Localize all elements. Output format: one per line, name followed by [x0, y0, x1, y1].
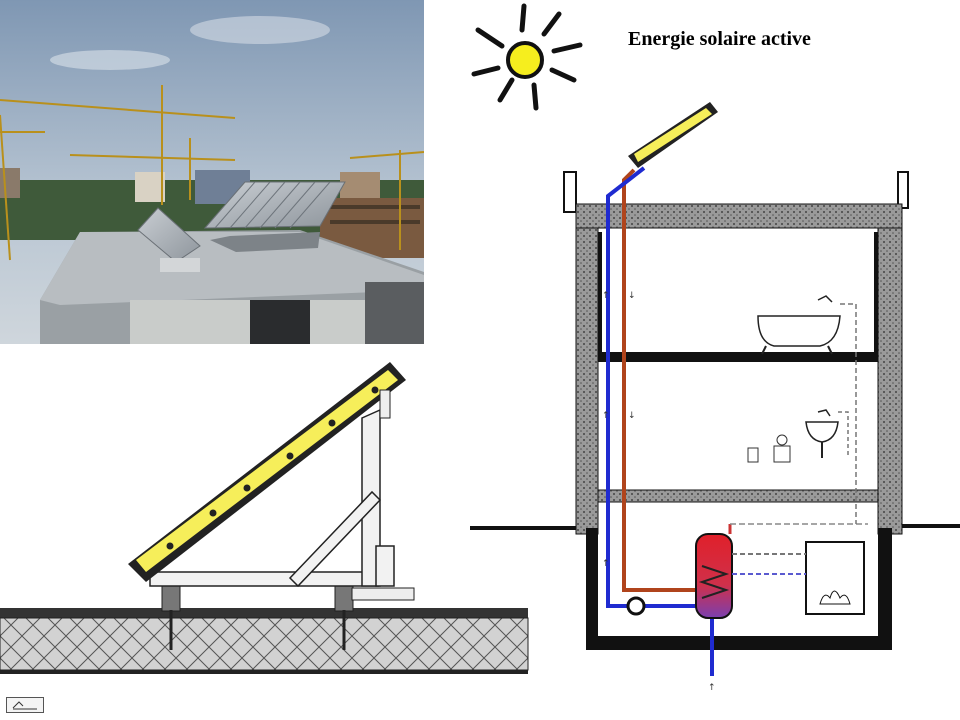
hot-water-tank	[695, 533, 733, 619]
collector-mounting-diagram	[0, 350, 540, 690]
support-foot	[161, 584, 415, 650]
svg-text:↑: ↑	[602, 559, 610, 569]
pump-icon	[626, 596, 646, 616]
svg-text:↑: ↑	[602, 291, 610, 301]
svg-text:↑: ↑	[602, 411, 610, 421]
bathtub-icon	[757, 295, 841, 355]
flame-icon	[819, 590, 851, 605]
svg-text:↓: ↓	[628, 291, 636, 301]
slide-nav-button[interactable]	[6, 697, 44, 713]
sun-icon	[464, 0, 594, 120]
house-section-diagram: ↑ ↓ ↑ ↓ ↑ ↑	[468, 96, 960, 700]
svg-text:↓: ↓	[628, 411, 636, 421]
svg-text:↑: ↑	[708, 683, 716, 693]
sink-icon	[805, 409, 839, 458]
slide-title: Energie solaire active	[628, 28, 811, 50]
rooftop-collectors-photo	[0, 0, 424, 344]
slide-nav-icon	[12, 701, 37, 710]
